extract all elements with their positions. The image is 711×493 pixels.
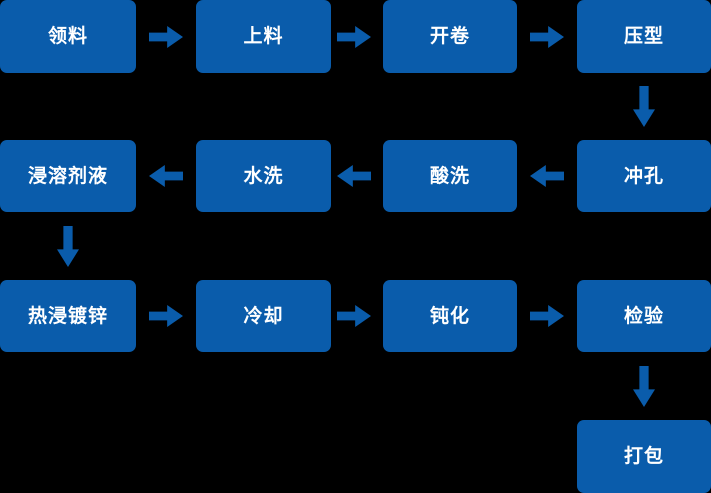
arrow-right-icon <box>337 305 371 327</box>
process-node-n2[interactable]: 上料 <box>196 0 331 73</box>
process-node-n4[interactable]: 压型 <box>577 0 711 73</box>
arrow-right-icon <box>149 305 183 327</box>
process-node-n10[interactable]: 冷却 <box>196 280 331 352</box>
process-node-n9[interactable]: 热浸镀锌 <box>0 280 136 352</box>
process-node-n8[interactable]: 冲孔 <box>577 140 711 212</box>
process-node-n6[interactable]: 水洗 <box>196 140 331 212</box>
process-node-n5[interactable]: 浸溶剂液 <box>0 140 136 212</box>
process-node-n1[interactable]: 领料 <box>0 0 136 73</box>
process-node-n7[interactable]: 酸洗 <box>383 140 517 212</box>
arrow-right-icon <box>530 305 564 327</box>
arrow-left-icon <box>530 165 564 187</box>
arrow-down-icon <box>633 86 655 127</box>
process-node-n12[interactable]: 检验 <box>577 280 711 352</box>
process-node-n13[interactable]: 打包 <box>577 420 711 493</box>
arrow-right-icon <box>337 26 371 48</box>
arrow-right-icon <box>149 26 183 48</box>
arrow-down-icon <box>57 226 79 267</box>
process-node-n3[interactable]: 开卷 <box>383 0 517 73</box>
arrow-left-icon <box>337 165 371 187</box>
process-node-n11[interactable]: 钝化 <box>383 280 517 352</box>
arrow-down-icon <box>633 366 655 407</box>
arrow-right-icon <box>530 26 564 48</box>
arrow-left-icon <box>149 165 183 187</box>
